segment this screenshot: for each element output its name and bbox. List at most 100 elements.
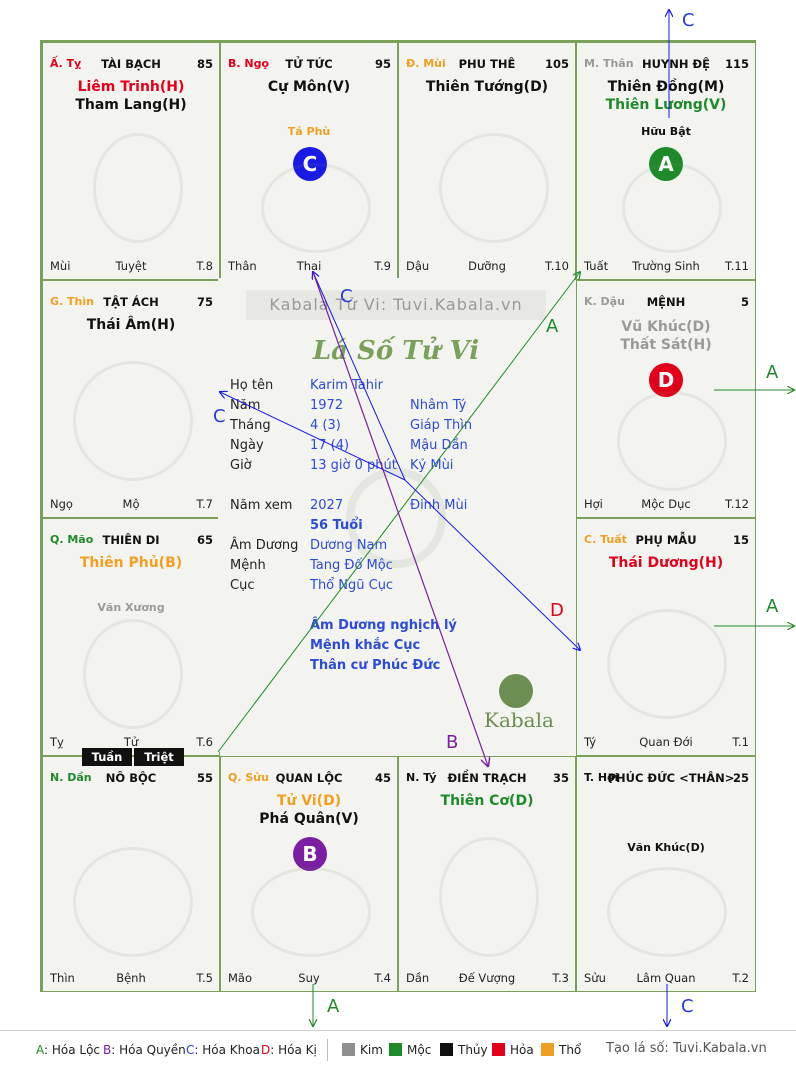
- cell-branch: Tý: [584, 735, 597, 749]
- legend-key: B: [103, 1043, 112, 1057]
- palace-phuc-duc[interactable]: T. Hợi PHÚC ĐỨC <THÂN> 25 Văn Khúc(D) Sử…: [576, 756, 756, 992]
- palace-phu-the[interactable]: Đ. Mùi PHU THÊ 105 Thiên Tướng(D) Dậu Dư…: [398, 42, 576, 280]
- palace-name: TỬ TỨC: [285, 57, 333, 71]
- kabala-tree-icon: [499, 674, 533, 708]
- palace-can: K. Dậu: [584, 295, 625, 308]
- palace-can: Ấ. Tỵ: [50, 57, 82, 70]
- legend-label: : Hóa Lộc: [44, 1043, 101, 1057]
- swatch-kim: [342, 1043, 355, 1056]
- palace-can: Q. Sửu: [228, 771, 269, 784]
- arrow-label-c-top: C: [682, 10, 695, 31]
- monkey-watermark: [622, 163, 722, 253]
- cell-stage: Thai: [296, 259, 322, 273]
- info-canchi: Nhâm Tý: [410, 398, 467, 413]
- arrow-label-b-mid: B: [446, 732, 459, 753]
- legend-hoa-quyen: B: Hóa Quyền: [103, 1043, 186, 1057]
- info-label: Giờ: [230, 458, 252, 473]
- cell-stage: Lâm Quan: [636, 971, 696, 985]
- swatch-thuy: [440, 1043, 453, 1056]
- tiger-watermark: [73, 847, 193, 957]
- info-value: Karim Tahir: [310, 378, 383, 393]
- palace-thien-di[interactable]: Q. Mão THIÊN DI 65 Thiên Phủ(B) Văn Xươn…: [42, 518, 220, 756]
- palace-name: HUYNH ĐỆ: [641, 57, 711, 71]
- main-star: Liêm Trinh(H): [77, 79, 185, 95]
- cell-month: T.5: [196, 971, 213, 985]
- chart-logo-title: Lá Số Tử Vi: [312, 336, 480, 366]
- palace-tu-tuc[interactable]: B. Ngọ TỬ TỨC 95 Cự Môn(V) Tả Phù C Thân…: [220, 42, 398, 280]
- cell-month: T.1: [732, 735, 749, 749]
- site-banner: Kabala Tử Vi: Tuvi.Kabala.vn: [246, 290, 546, 320]
- palace-can: M. Thân: [584, 57, 634, 70]
- palace-can: Q. Mão: [50, 533, 94, 546]
- cell-stage: Tuyệt: [115, 259, 147, 273]
- cell-stage: Quan Đới: [639, 735, 693, 749]
- info-canchi: Mậu Dần: [410, 438, 468, 453]
- tuan-tag: Tuần: [82, 748, 132, 766]
- snake-watermark: [93, 133, 183, 243]
- cell-stage: Mộ: [122, 497, 140, 511]
- palace-number: 45: [374, 771, 391, 785]
- swatch-hoa: [492, 1043, 505, 1056]
- palace-name: QUAN LỘC: [275, 771, 343, 785]
- arrow-label-c-left: C: [213, 406, 226, 427]
- cell-branch: Mão: [228, 971, 253, 985]
- cell-month: T.2: [732, 971, 749, 985]
- main-star: Vũ Khúc(D): [621, 319, 711, 335]
- legend-label: : Hóa Kị: [270, 1043, 317, 1057]
- palace-can: N. Dần: [50, 771, 92, 784]
- legend-key: C: [186, 1043, 195, 1057]
- info-value: 17 (4): [310, 438, 350, 453]
- triet-tag: Triệt: [134, 748, 184, 766]
- main-star: Tử Vi(D): [276, 793, 342, 809]
- credit-link[interactable]: Tạo lá số: Tuvi.Kabala.vn: [606, 1041, 767, 1056]
- legend-label: : Hóa Khoa: [194, 1043, 260, 1057]
- palace-menh[interactable]: K. Dậu MỆNH 5 Vũ Khúc(D) Thất Sát(H) D H…: [576, 280, 756, 518]
- main-star: Thái Âm(H): [86, 317, 176, 333]
- legend-thuy: Thủy: [440, 1043, 488, 1057]
- cell-month: T.11: [725, 259, 749, 273]
- palace-can: N. Tý: [406, 771, 437, 784]
- palace-number: 85: [196, 57, 213, 71]
- palace-number: 5: [740, 295, 749, 309]
- main-star: Phá Quân(V): [259, 811, 359, 827]
- palace-name: THIÊN DI: [102, 533, 160, 547]
- arrow-label-a-right2: A: [766, 596, 779, 617]
- palace-tai-bach[interactable]: Ấ. Tỵ TÀI BẠCH 85 Liêm Trinh(H) Tham Lan…: [42, 42, 220, 280]
- palace-number: 65: [196, 533, 213, 547]
- palace-huynh-de[interactable]: M. Thân HUYNH ĐỆ 115 Thiên Đồng(M) Thiên…: [576, 42, 756, 280]
- info-label: Tháng: [230, 418, 271, 433]
- arrow-label-c-bottom: C: [681, 996, 694, 1017]
- main-star: Thiên Đồng(M): [607, 79, 725, 95]
- legend-hoa-khoa: C: Hóa Khoa: [186, 1043, 260, 1057]
- center-info-panel: Kabala Tử Vi: Tuvi.Kabala.vn Lá Số Tử Vi…: [218, 278, 574, 752]
- palace-can: B. Ngọ: [228, 57, 270, 70]
- cell-month: T.9: [374, 259, 391, 273]
- palace-tat-ach[interactable]: G. Thìn TẬT ÁCH 75 Thái Âm(H) Ngọ Mộ T.7: [42, 280, 220, 518]
- info-label: Họ tên: [230, 378, 274, 393]
- palace-dien-trach[interactable]: N. Tý ĐIỀN TRẠCH 35 Thiên Cơ(D) Dần Đế V…: [398, 756, 576, 992]
- cell-stage: Bệnh: [116, 971, 146, 985]
- palace-name: PHỤ MẪU: [635, 533, 697, 547]
- dragon-watermark: [73, 361, 193, 481]
- cell-month: T.6: [196, 735, 213, 749]
- cell-branch: Thân: [228, 259, 257, 273]
- cell-branch: Mùi: [50, 259, 71, 273]
- palace-quan-loc[interactable]: Q. Sửu QUAN LỘC 45 Tử Vi(D) Phá Quân(V) …: [220, 756, 398, 992]
- palace-can: T. Hợi: [584, 771, 619, 784]
- ox-watermark: [251, 867, 371, 957]
- palace-phu-mau[interactable]: C. Tuất PHỤ MẪU 15 Thái Dương(H) Tý Quan…: [576, 518, 756, 756]
- note-am-duong: Âm Dương nghịch lý: [310, 618, 457, 633]
- cell-stage: Đế Vượng: [458, 971, 516, 985]
- main-star: Cự Môn(V): [267, 79, 351, 95]
- cell-branch: Ngọ: [50, 497, 73, 511]
- legend-divider: [327, 1039, 328, 1061]
- palace-can: C. Tuất: [584, 533, 627, 546]
- palace-name: ĐIỀN TRẠCH: [447, 771, 527, 785]
- cell-branch: Sửu: [584, 971, 606, 985]
- info-value: 4 (3): [310, 418, 341, 433]
- palace-no-boc[interactable]: N. Dần NÔ BỘC 55 Thìn Bệnh T.5: [42, 756, 220, 992]
- palace-number: 75: [196, 295, 213, 309]
- legend-label: Thổ: [559, 1043, 582, 1057]
- main-star: Thiên Tướng(D): [425, 79, 549, 95]
- palace-name: PHU THÊ: [458, 57, 516, 71]
